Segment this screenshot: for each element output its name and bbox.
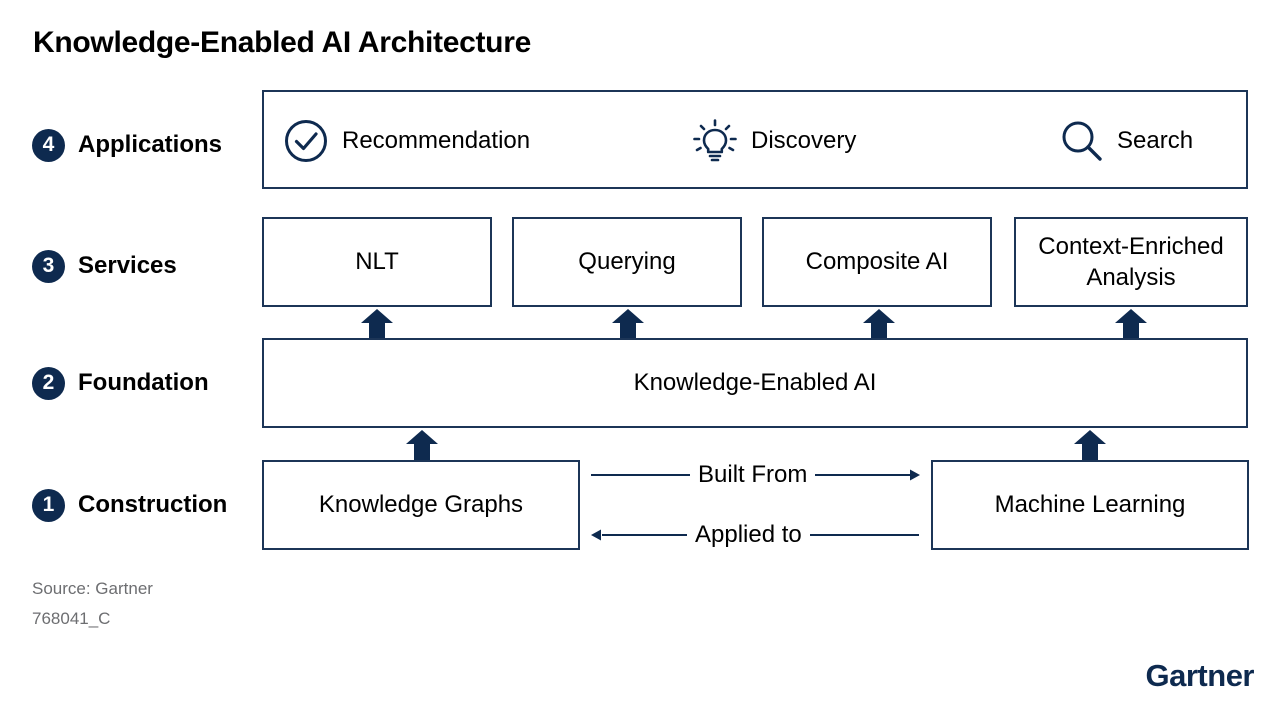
arrow-up-icon	[612, 309, 644, 339]
foundation-label: Knowledge-Enabled AI	[633, 369, 877, 397]
arrow-up-icon	[406, 430, 438, 460]
service-label: Composite AI	[805, 248, 949, 276]
layer-label-services: 3 Services	[32, 249, 177, 283]
layer-number-badge: 3	[32, 249, 65, 283]
layer-name: Applications	[78, 131, 223, 158]
gartner-logo: Gartner	[1145, 658, 1255, 693]
layer-label-construction: 1 Construction	[32, 488, 227, 522]
service-box-context-enriched-analysis: Context-Enriched Analysis	[1014, 217, 1248, 307]
applications-box	[262, 90, 1248, 189]
arrow-up-icon	[863, 309, 895, 339]
layer-name: Services	[78, 252, 177, 279]
layer-label-applications: 4 Applications	[32, 128, 222, 162]
knowledge-graphs-box: Knowledge Graphs	[262, 460, 580, 550]
service-label: Querying	[578, 248, 676, 276]
service-box-composite-ai: Composite AI	[762, 217, 992, 307]
arrow-up-icon	[1115, 309, 1147, 339]
layer-number-badge: 4	[32, 128, 65, 162]
foundation-box: Knowledge-Enabled AI	[262, 338, 1248, 428]
arrow-up-icon	[361, 309, 393, 339]
built-from-label: Built From	[690, 461, 816, 489]
applied-to-label: Applied to	[687, 521, 810, 549]
app-label: Discovery	[751, 127, 857, 154]
lightbulb-icon	[693, 119, 737, 163]
service-box-nlt: NLT	[262, 217, 492, 307]
figure-id: 768041_C	[32, 609, 111, 628]
page-title: Knowledge-Enabled AI Architecture	[33, 26, 531, 59]
app-recommendation: Recommendation	[284, 117, 530, 165]
app-label: Search	[1117, 127, 1194, 154]
layer-label-foundation: 2 Foundation	[32, 366, 209, 400]
construction-label: Machine Learning	[994, 491, 1186, 519]
layer-number-badge: 1	[32, 488, 65, 522]
source-note: Source: Gartner	[32, 579, 153, 598]
app-search: Search	[1061, 117, 1193, 165]
service-label: NLT	[355, 248, 399, 276]
layer-number-badge: 2	[32, 366, 65, 400]
layer-name: Foundation	[78, 369, 209, 396]
arrow-up-icon	[1074, 430, 1106, 460]
service-label: Context-Enriched Analysis	[1038, 232, 1224, 291]
app-label: Recommendation	[342, 127, 531, 154]
built-from-arrowhead	[910, 469, 920, 481]
app-discovery: Discovery	[693, 117, 856, 165]
service-box-querying: Querying	[512, 217, 742, 307]
layer-name: Construction	[78, 491, 228, 518]
magnifier-icon	[1061, 120, 1103, 162]
machine-learning-box: Machine Learning	[931, 460, 1249, 550]
applied-to-arrowhead	[591, 529, 601, 541]
construction-label: Knowledge Graphs	[318, 491, 524, 519]
check-circle-icon	[284, 119, 328, 163]
